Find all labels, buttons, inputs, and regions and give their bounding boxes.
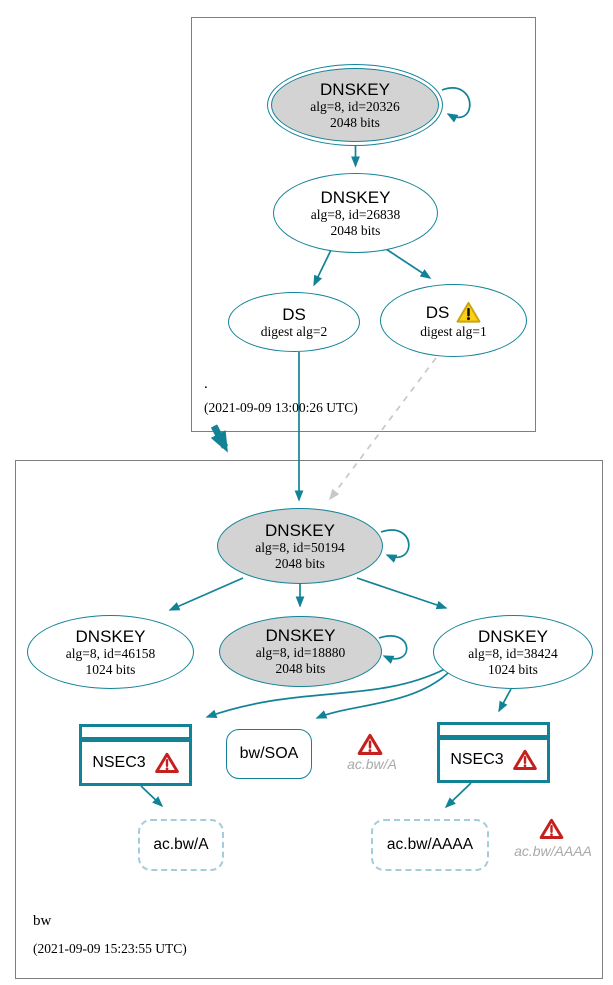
node-root-zsk-dnskey-26838: DNSKEY alg=8, id=26838 2048 bits <box>273 173 438 253</box>
node-detail: 1024 bits <box>85 661 136 677</box>
warning-icon <box>456 301 481 323</box>
node-detail: alg=8, id=26838 <box>310 206 401 222</box>
node-detail: alg=8, id=18880 <box>255 645 346 661</box>
node-detail: alg=8, id=50194 <box>255 539 345 555</box>
node-title: DNSKEY <box>75 626 146 646</box>
node-ds-digest-alg1: DS digest alg=1 <box>380 284 527 357</box>
node-title: ac.bw/A <box>153 836 209 854</box>
node-root-ksk-inner: DNSKEY alg=8, id=20326 2048 bits <box>271 68 439 142</box>
nsec3-body: NSEC3 <box>82 742 189 783</box>
node-title: DNSKEY <box>478 626 548 646</box>
node-detail: 2048 bits <box>275 555 325 571</box>
node-nsec3-left: NSEC3 <box>79 724 192 786</box>
edge-bw-ksk-selfloop <box>380 529 410 563</box>
edge-root-ksk-selfloop <box>441 87 471 123</box>
node-detail: 2048 bits <box>275 661 326 677</box>
node-title: NSEC3 <box>450 751 504 769</box>
node-acbw-aaaa: ac.bw/AAAA <box>371 819 489 871</box>
node-detail: digest alg=2 <box>260 323 328 339</box>
edge-zsk18880-selfloop <box>378 635 408 664</box>
node-detail: 2048 bits <box>330 222 381 238</box>
root-zone-cluster <box>191 17 536 432</box>
node-title: ac.bw/AAAA <box>386 836 474 854</box>
error-icon <box>512 749 537 770</box>
bw-zone-cluster <box>15 460 603 979</box>
edge-zsk38424-to-soa <box>315 672 449 719</box>
edge-bw-ksk-to-zsk38424 <box>356 577 448 610</box>
node-bw-dnskey-46158: DNSKEY alg=8, id=46158 1024 bits <box>27 615 194 689</box>
bw-zone-label: bw <box>33 913 52 929</box>
nsec3-header-bar <box>82 727 189 737</box>
node-detail: 1024 bits <box>488 661 538 677</box>
root-zone-label: . <box>204 376 208 392</box>
edge-zsk38424-to-nsec3-right <box>498 688 512 713</box>
node-nsec3-right: NSEC3 <box>437 722 550 783</box>
node-bw-dnskey-18880: DNSKEY alg=8, id=18880 2048 bits <box>219 616 382 687</box>
root-zone-timestamp: (2021-09-09 13:00:26 UTC) <box>204 400 358 415</box>
edge-zsk38424-to-nsec3-left <box>205 668 446 718</box>
node-detail: digest alg=1 <box>420 324 487 340</box>
edge-root-zsk-to-ds2 <box>313 249 332 287</box>
error-icon <box>154 752 179 773</box>
error-label-acbw-a: ac.bw/A <box>347 756 397 772</box>
node-detail: alg=8, id=38424 <box>468 645 558 661</box>
node-title: bw/SOA <box>239 745 299 763</box>
node-root-ksk-dnskey-20326: DNSKEY alg=8, id=20326 2048 bits <box>267 64 443 146</box>
node-ds-digest-alg2: DS digest alg=2 <box>228 292 360 352</box>
node-bw-ksk-dnskey-50194: DNSKEY alg=8, id=50194 2048 bits <box>217 508 383 584</box>
edge-root-to-bw-delegation-thick <box>210 424 229 453</box>
node-bw-dnskey-38424: DNSKEY alg=8, id=38424 1024 bits <box>433 615 593 689</box>
error-icon <box>357 733 383 755</box>
error-label-acbw-aaaa: ac.bw/AAAA <box>514 843 592 859</box>
nsec3-header-bar <box>440 725 547 735</box>
node-title: DS <box>425 303 450 323</box>
node-title: DNSKEY <box>320 79 390 99</box>
node-acbw-a: ac.bw/A <box>138 819 224 871</box>
error-icon <box>539 818 564 839</box>
edge-bw-ksk-to-zsk46158 <box>168 577 244 611</box>
node-title: DNSKEY <box>265 626 336 646</box>
node-title: DNSKEY <box>265 520 335 540</box>
edge-nsec3-left-to-acbw-a <box>140 785 164 808</box>
node-detail: alg=8, id=20326 <box>310 98 400 114</box>
bw-zone-timestamp: (2021-09-09 15:23:55 UTC) <box>33 941 187 956</box>
ds-title-row: DS <box>426 301 482 324</box>
edge-root-zsk-to-ds1 <box>385 248 432 279</box>
edge-nsec3-right-to-acbw-aaaa <box>444 782 472 809</box>
node-title: NSEC3 <box>92 753 146 771</box>
nsec3-body: NSEC3 <box>440 740 547 780</box>
node-detail: 2048 bits <box>330 114 380 130</box>
node-bw-soa: bw/SOA <box>226 729 312 779</box>
node-detail: alg=8, id=46158 <box>65 645 156 661</box>
node-title: DS <box>282 304 306 324</box>
node-title: DNSKEY <box>320 187 391 207</box>
edge-ds1-to-bw-ksk-dashed <box>329 357 437 501</box>
